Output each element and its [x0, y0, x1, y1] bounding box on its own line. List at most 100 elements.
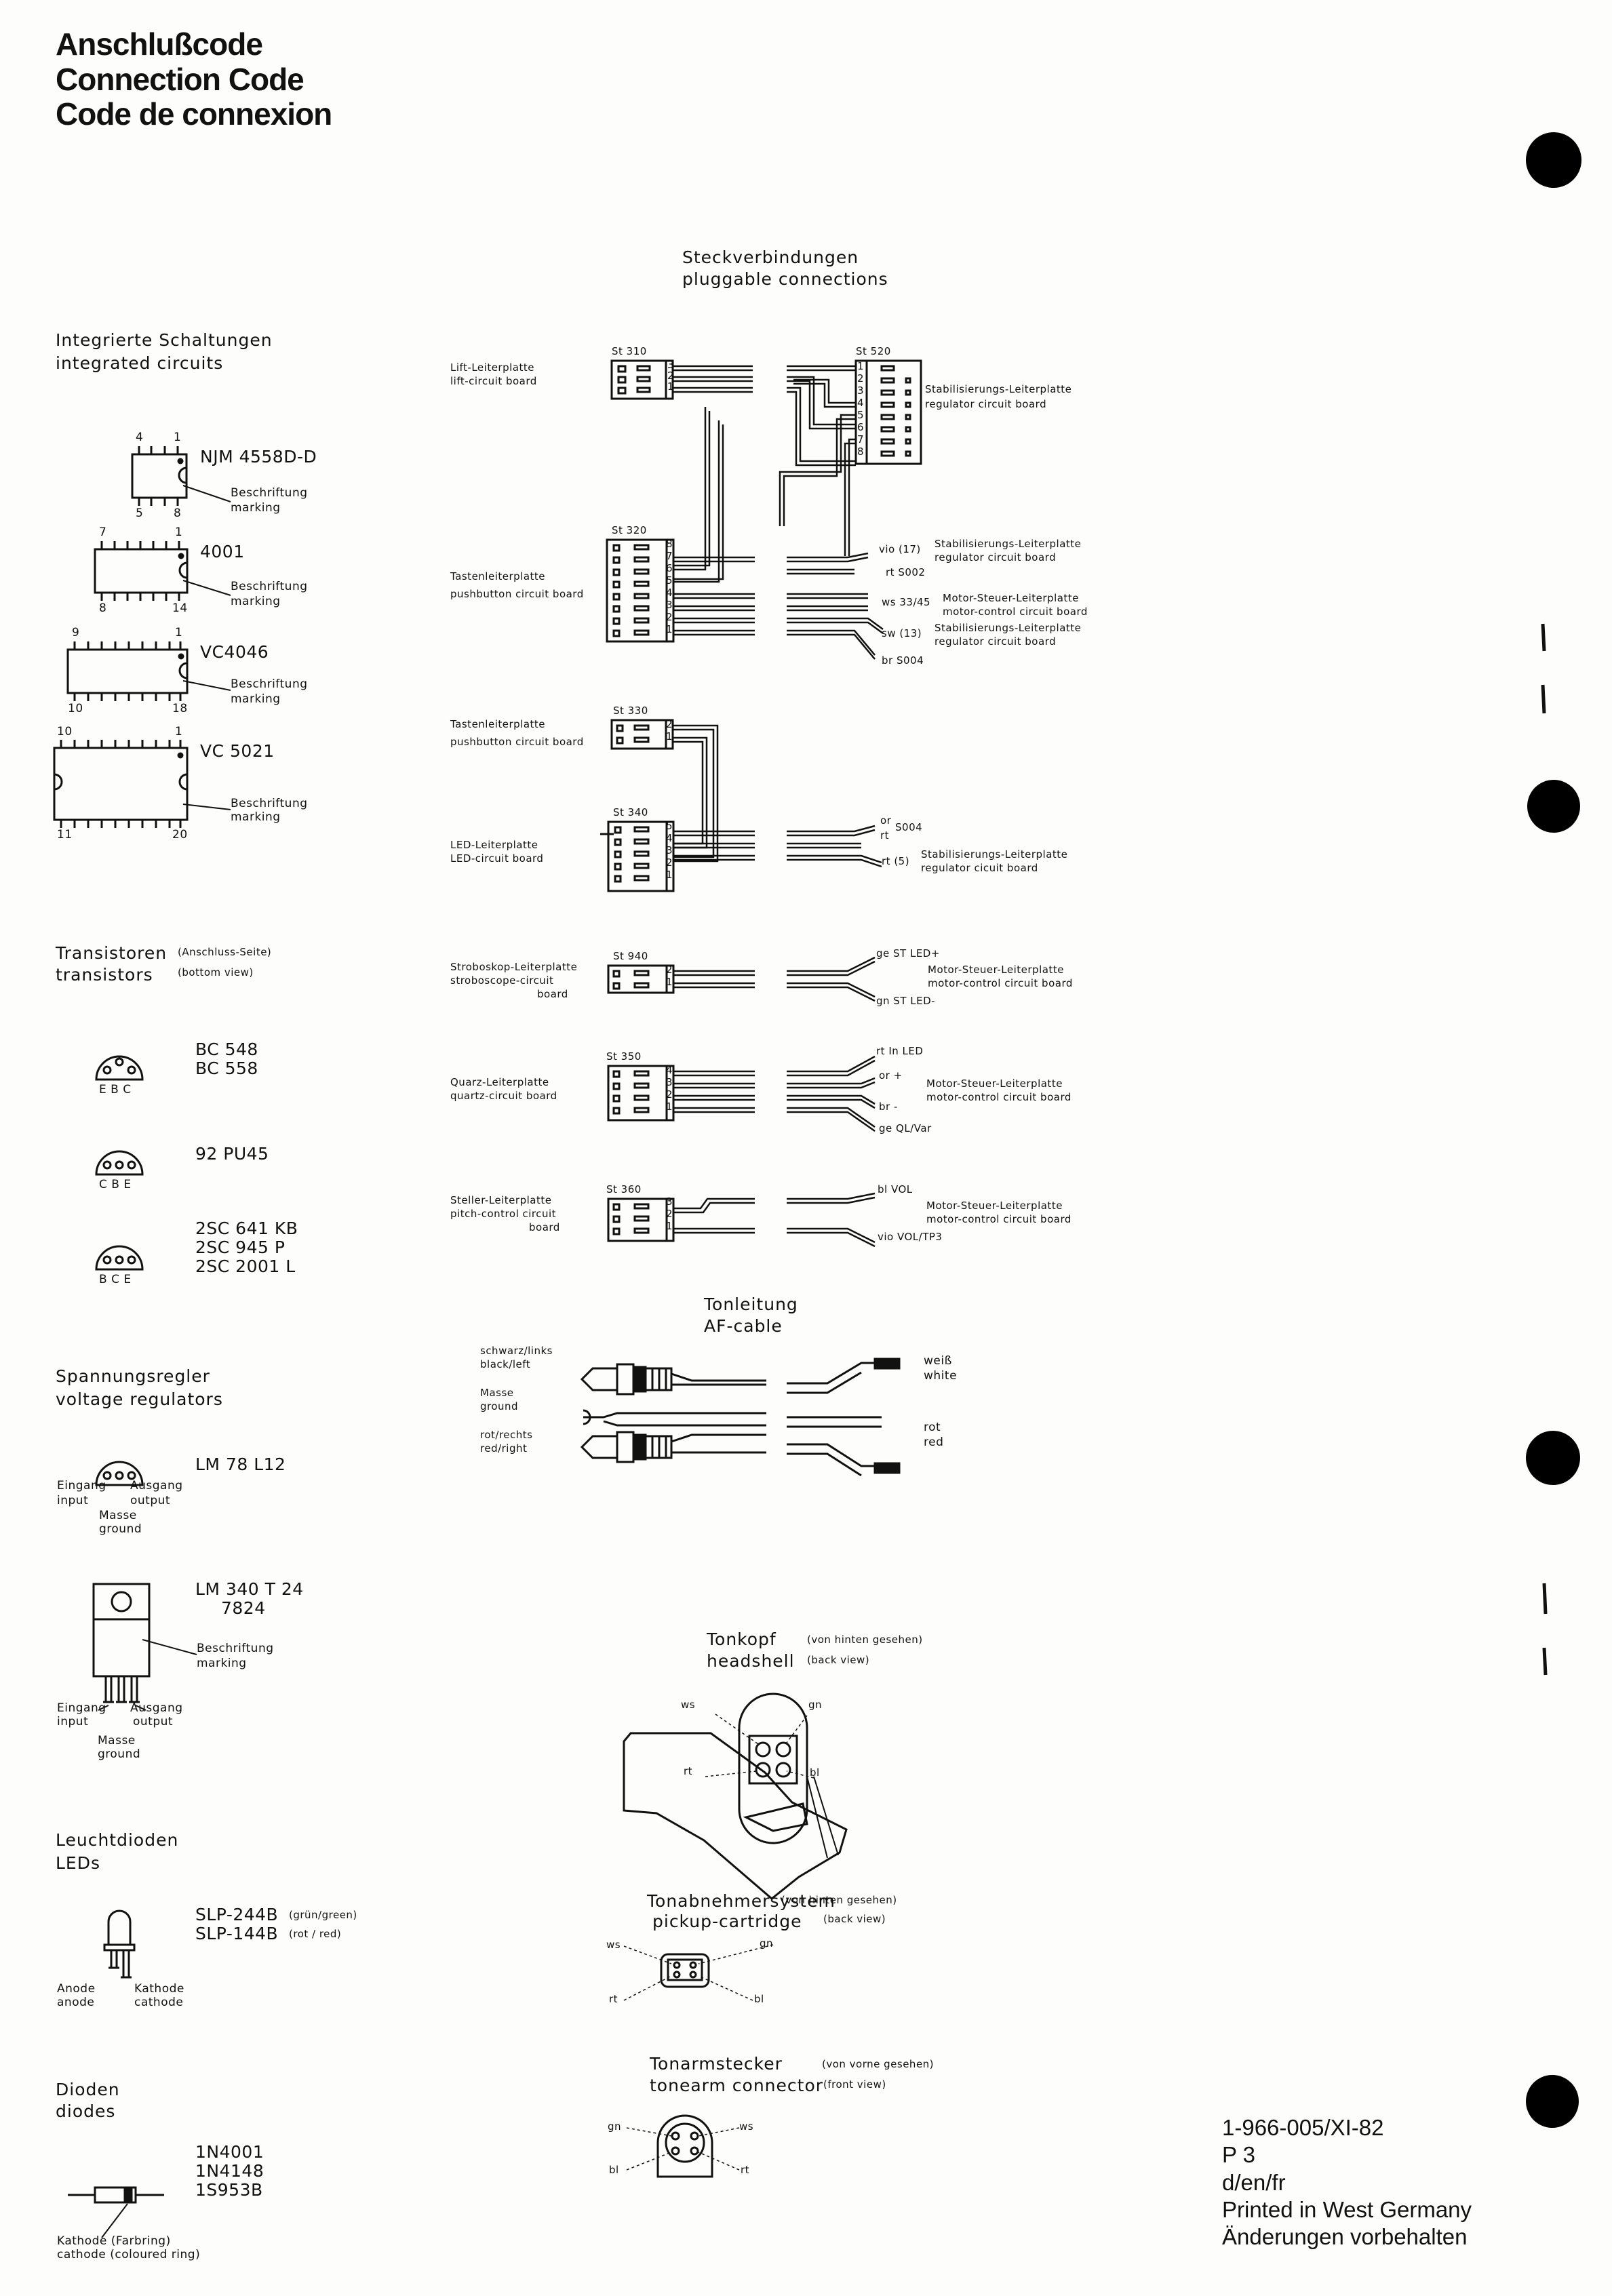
document-code: 1-966-005/XI-82 [1222, 2115, 1384, 2140]
cartridge-note-en: (back view) [823, 1913, 886, 1925]
transistors-heading-de: Transistoren [56, 943, 168, 963]
st350-label-en: quartz-circuit board [450, 1090, 557, 1102]
st520-pin: 8 [857, 446, 865, 458]
af-ground-en: ground [480, 1400, 519, 1412]
st940-wire-ge: ge ST LED+ [876, 947, 940, 959]
st340-target-de: Stabilisierungs-Leiterplatte [921, 848, 1068, 860]
st320-target3-de: Stabilisierungs-Leiterplatte [935, 622, 1082, 634]
st350-pin: 4 [666, 1064, 673, 1076]
tonearm-connector-drawing [626, 2114, 740, 2178]
led2-part: SLP-144B [195, 1924, 279, 1943]
st350-pin: 3 [666, 1076, 673, 1088]
af-cable [580, 1358, 901, 1477]
st520-id: St 520 [856, 345, 891, 357]
st520-pin: 7 [857, 433, 865, 446]
st320-target2-de: Motor-Steuer-Leiterplatte [943, 592, 1079, 604]
ic1-marking-de: Beschriftung [231, 486, 308, 500]
st520-label-de: Stabilisierungs-Leiterplatte [925, 383, 1072, 395]
st520-pin: 2 [857, 372, 865, 384]
cartridge-rt: rt [609, 1993, 618, 2005]
ic-vc5021 [53, 740, 231, 828]
wires-st310-st520 [673, 365, 856, 583]
tonearm-gn: gn [608, 2120, 622, 2133]
reg2-output-de: Ausgang [130, 1701, 183, 1715]
st320-pin: 3 [666, 599, 673, 611]
reg1-input-en: input [57, 1494, 89, 1507]
cartridge-gn: gn [760, 1937, 774, 1949]
headshell-note-en: (back view) [807, 1654, 870, 1666]
plug-heading-de: Steckverbindungen [682, 248, 859, 267]
st310-id: St 310 [612, 345, 647, 357]
st350-target-de: Motor-Steuer-Leiterplatte [926, 1077, 1063, 1090]
headshell-bl: bl [810, 1766, 820, 1779]
tonearm-ws: ws [739, 2120, 754, 2133]
st320-wire-br: br S004 [882, 654, 924, 667]
st360-wire-bl: bl VOL [878, 1183, 913, 1195]
st940-wire-gn: gn ST LED- [876, 995, 936, 1007]
st350-pin: 1 [666, 1101, 673, 1113]
af-heading-en: AF-cable [704, 1316, 783, 1336]
st340-wire-or: or [880, 814, 892, 827]
ic1-marking-en: marking [231, 501, 281, 515]
led1-part: SLP-244B [195, 1905, 279, 1924]
st360-wire-vio: vio VOL/TP3 [878, 1231, 943, 1243]
connector-st360 [607, 1198, 675, 1242]
st320-wire-vio: vio (17) [879, 543, 921, 555]
st320-wire-ws: ws 33/45 [882, 596, 931, 608]
title-en: Connection Code [56, 61, 304, 97]
ic3-pin-top-left: 9 [72, 626, 80, 639]
st940-pin: 1 [666, 976, 673, 988]
st320-pin: 4 [666, 587, 673, 599]
st360-pin: 2 [666, 1208, 673, 1220]
st320-wire-rt: rt S002 [886, 566, 926, 578]
change-notice: Änderungen vorbehalten [1222, 2224, 1468, 2249]
reg2-ground-en: ground [98, 1747, 141, 1761]
st360-pin: 1 [666, 1220, 673, 1232]
st340-label-en: LED-circuit board [450, 852, 544, 865]
ic4-marking-de: Beschriftung [231, 797, 308, 810]
st320-target1-en: regulator circuit board [935, 551, 1057, 563]
st520-label-en: regulator circuit board [925, 398, 1047, 410]
diode-part: 1S953B [195, 2180, 263, 2200]
st330-label-en: pushbutton circuit board [450, 736, 584, 748]
st330-pin: 1 [666, 730, 673, 743]
reg1-ground-en: ground [99, 1522, 142, 1536]
ic1-pin-top-left: 4 [136, 431, 144, 444]
leds-heading-en: LEDs [56, 1853, 100, 1873]
st310-pin: 2 [667, 370, 675, 382]
st520-pin: 3 [857, 384, 865, 397]
transistor1-pins: E B C [99, 1083, 132, 1096]
st350-wire-ge: ge QL/Var [879, 1122, 932, 1134]
ic3-pin-top-right: 1 [175, 626, 183, 639]
st340-wire-rt: rt [880, 829, 890, 842]
st360-label-en1: pitch-control circuit [450, 1208, 557, 1220]
connector-st320 [606, 538, 675, 643]
binding-marks [1541, 623, 1548, 1676]
st940-label-de: Stroboskop-Leiterplatte [450, 961, 578, 973]
wires-st360 [673, 1192, 876, 1248]
cartridge-drawing [623, 1944, 774, 2001]
transistor-part: 2SC 641 KB [195, 1219, 298, 1238]
connector-st940 [607, 964, 675, 994]
st320-target3-en: regulator circuit board [935, 635, 1057, 648]
cartridge-ws: ws [606, 1939, 621, 1951]
reg2-ground-de: Masse [98, 1734, 136, 1747]
regulator1-name: LM 78 L12 [195, 1454, 286, 1474]
ic-njm4558 [131, 446, 231, 506]
title-de: Anschlußcode [56, 26, 263, 62]
ic2-pin-top-left: 7 [99, 526, 107, 539]
wires-st350 [673, 1055, 876, 1132]
st330-pin: 2 [666, 718, 673, 730]
st360-pin: 3 [666, 1195, 673, 1208]
reg1-input-de: Eingang [57, 1479, 106, 1492]
punch-hole [1526, 2075, 1579, 2128]
reg2-marking-de: Beschriftung [197, 1642, 274, 1655]
diode-part: 1N4001 [195, 2142, 264, 2162]
reg2-input-de: Eingang [57, 1701, 106, 1715]
wires-st330 [673, 724, 719, 863]
af-red-de: rot [924, 1421, 941, 1434]
connector-st520 [854, 359, 922, 465]
ic3-marking-en: marking [231, 692, 281, 706]
st350-wire-br: br - [879, 1101, 898, 1113]
